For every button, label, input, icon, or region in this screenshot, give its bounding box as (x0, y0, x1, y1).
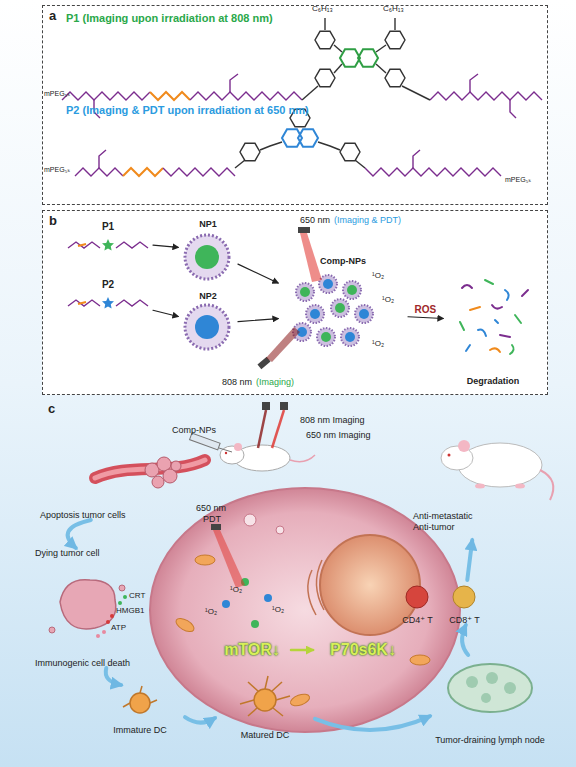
tumor-node: Apoptosis tumor cells (40, 455, 190, 520)
node-text: Degradation (467, 376, 520, 386)
node-text: b (49, 214, 57, 229)
node-text: CD8⁺ T (449, 615, 480, 625)
panel-title: P1 (Imaging upon irradiation at 808 nm) (66, 12, 273, 24)
ros-label: ¹O₂ (372, 272, 384, 281)
ros-label: ¹O₂ (205, 608, 217, 617)
nanoparticle-cluster: Comp-NPs (278, 256, 408, 371)
chem-label: mPEG₅ₖ (44, 166, 70, 174)
panel-box: b P1P2 NP1NP2 Comp-NPsDegradation (42, 210, 548, 395)
treated-mouse (441, 440, 553, 500)
chem-label: C₆H₁₃ (383, 5, 404, 14)
chem-label: mPEG₅ₖ (505, 176, 531, 184)
connector-arrow (68, 520, 91, 548)
node-text: P1 (102, 221, 114, 233)
laser-label: 650 nm Imaging (306, 431, 371, 441)
p1-structure (62, 18, 542, 118)
node-text: P70s6K↓ (330, 641, 396, 659)
connector-arrow (106, 668, 121, 685)
node-text: NP1 (199, 219, 217, 229)
laser-label: PDT (203, 515, 221, 525)
dendritic-cells (123, 676, 290, 716)
node-text: Immunogenic cell death (35, 658, 130, 668)
ros-label: ¹O₂ (372, 340, 384, 349)
t-cell-node: CD8⁺ T (442, 580, 487, 625)
outcome-node: Anti-metastaticAnti-tumor (405, 415, 555, 540)
t-cells (406, 586, 475, 608)
laser-beams (257, 227, 322, 369)
panel-title: P2 (Imaging & PDT upon irradiation at 65… (66, 104, 309, 116)
connector-arrow (238, 319, 278, 322)
edge-label: ROS (415, 304, 437, 315)
node-text: Apoptosis tumor cells (40, 510, 126, 520)
chem-label: C₆H₁₃ (312, 5, 333, 14)
laser-label: 650 nm (300, 216, 330, 226)
degradation-node: Degradation (443, 256, 543, 386)
node-text: NP2 (199, 291, 217, 301)
damp-label: CRT (129, 592, 145, 601)
connector-arrow (315, 716, 430, 730)
panel-background (42, 5, 548, 395)
nanoparticle-node: NP1 (178, 219, 238, 281)
dc-node: Matured DC (215, 680, 315, 740)
laser-label: 650 nm (196, 504, 226, 514)
dying-cell (49, 580, 127, 638)
lymph-node (448, 664, 532, 712)
tumor-cell (150, 488, 460, 732)
connector-arrow (291, 649, 313, 652)
connector-arrow (467, 540, 472, 580)
laser-label: 808 nm Imaging (300, 416, 365, 426)
dc-node: Immature DC (95, 685, 185, 735)
node-text: Anti-metastatic (413, 511, 473, 521)
node-text: Dying tumor cell (35, 548, 100, 558)
polymer-node: P2 (63, 279, 153, 319)
pathway-node: mTOR↓ (213, 638, 291, 662)
degradation-fragments (460, 280, 528, 354)
lymph-node: Tumor-draining lymph node (430, 655, 550, 745)
panel-letter: c (48, 402, 55, 416)
node-text: Tumor-draining lymph node (435, 735, 545, 745)
blood-vessel-tumor (95, 457, 205, 488)
ros-label: ¹O₂ (230, 586, 242, 595)
node-text: P2 (102, 279, 114, 291)
polymer-node: P1 (63, 221, 153, 261)
node-text: mTOR↓ (224, 641, 280, 659)
connector-arrow (238, 264, 278, 283)
connector-arrow (153, 245, 178, 247)
laser-label: (Imaging & PDT) (334, 216, 401, 226)
agent-label: Comp-NPs (172, 426, 216, 436)
chem-label: mPEG₅ₖ (44, 90, 70, 98)
node-text: CD4⁺ T (402, 615, 433, 625)
connector-arrow (153, 310, 178, 316)
node-text: Matured DC (241, 730, 290, 740)
damp-label: ATP (111, 624, 126, 633)
connector-arrow (408, 317, 443, 319)
nanoparticle-node: NP2 (178, 291, 238, 357)
laser-label: (Imaging) (256, 378, 294, 388)
ros-label: ¹O₂ (382, 296, 394, 305)
node-text: a (49, 9, 56, 24)
connector-arrow (462, 625, 468, 655)
damp-label: HMGB1 (116, 607, 144, 616)
node-text: Immature DC (113, 725, 167, 735)
ros-label: ¹O₂ (272, 606, 284, 615)
laser-label: 808 nm (222, 378, 252, 388)
p2-structure (75, 109, 501, 176)
connector-arrow (185, 717, 215, 722)
node-text: Comp-NPs (320, 256, 366, 266)
t-cell-node: CD4⁺ T (395, 580, 440, 625)
polymer-chains (68, 239, 148, 309)
nanoparticles (185, 235, 373, 349)
node-text: Anti-tumor (413, 522, 455, 532)
pathway-node: P70s6K↓ (313, 638, 413, 662)
mouse-injection (190, 402, 315, 471)
